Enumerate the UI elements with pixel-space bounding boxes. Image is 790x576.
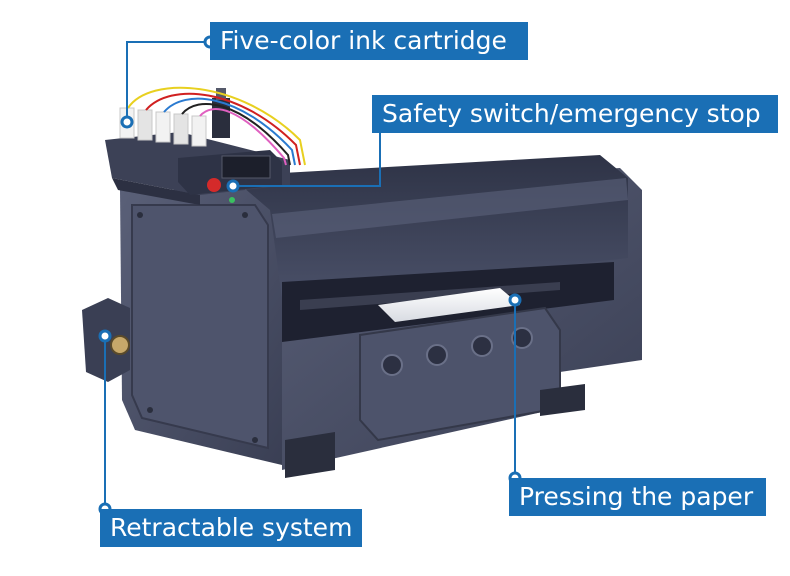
leader-lines [104,41,516,509]
safety-switch-leader [233,116,381,187]
pressing-paper-label: Pressing the paper [509,478,766,516]
ink-cartridge-leader [126,41,210,122]
retractable-dot-icon [98,329,112,343]
safety-switch-label: Safety switch/emergency stop [372,95,778,133]
front-knobs [381,327,533,376]
control-panel [178,150,282,203]
pressing-paper-dot-icon [508,293,522,307]
ink-cartridge-label: Five-color ink cartridge [210,22,528,60]
safety-switch-dot-icon [226,179,240,193]
retractable-system-label: Retractable system [100,509,362,547]
printer-left-side [120,190,282,465]
printer-main-body [230,155,642,478]
ink-tank-dot-icon [120,115,134,129]
emergency-stop-button [207,178,221,192]
